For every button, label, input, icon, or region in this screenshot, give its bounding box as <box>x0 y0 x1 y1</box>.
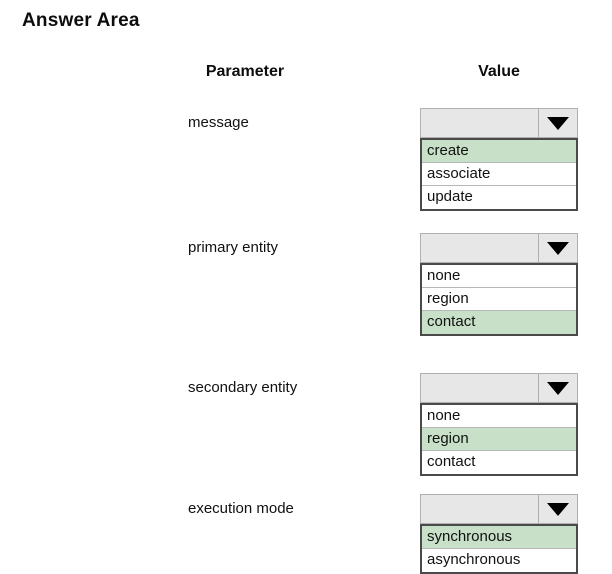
column-header-parameter: Parameter <box>205 63 285 80</box>
dropdown-button[interactable] <box>420 373 578 403</box>
dropdown-button[interactable] <box>420 494 578 524</box>
dropdown-button[interactable] <box>420 233 578 263</box>
dropdown-option[interactable]: update <box>422 186 576 209</box>
dropdown-selected-value[interactable] <box>421 234 538 262</box>
dropdown-option[interactable]: asynchronous <box>422 549 576 572</box>
chevron-down-glyph <box>547 381 569 395</box>
dropdown-option[interactable]: none <box>422 405 576 428</box>
dropdown-selected-value[interactable] <box>421 109 538 137</box>
dropdown-button[interactable] <box>420 108 578 138</box>
dropdown-selected-value[interactable] <box>421 495 538 523</box>
column-header-value: Value <box>478 63 520 80</box>
page-title: Answer Area <box>22 10 140 31</box>
chevron-down-icon[interactable] <box>538 495 577 523</box>
dropdown-selected-value[interactable] <box>421 374 538 402</box>
dropdown-option[interactable]: contact <box>422 311 576 334</box>
dropdown-option[interactable]: region <box>422 288 576 311</box>
parameter-label: primary entity <box>188 239 279 256</box>
chevron-down-icon[interactable] <box>538 374 577 402</box>
chevron-down-glyph <box>547 502 569 516</box>
chevron-down-glyph <box>547 116 569 130</box>
parameter-label: message <box>188 114 249 131</box>
dropdown-option[interactable]: create <box>422 140 576 163</box>
parameter-label: secondary entity <box>188 379 298 396</box>
chevron-down-icon[interactable] <box>538 234 577 262</box>
parameter-label: execution mode <box>188 500 294 517</box>
dropdown-option[interactable]: none <box>422 265 576 288</box>
dropdown-option[interactable]: synchronous <box>422 526 576 549</box>
dropdown-option[interactable]: region <box>422 428 576 451</box>
chevron-down-icon[interactable] <box>538 109 577 137</box>
dropdown-option[interactable]: associate <box>422 163 576 186</box>
chevron-down-glyph <box>547 241 569 255</box>
dropdown-option[interactable]: contact <box>422 451 576 474</box>
